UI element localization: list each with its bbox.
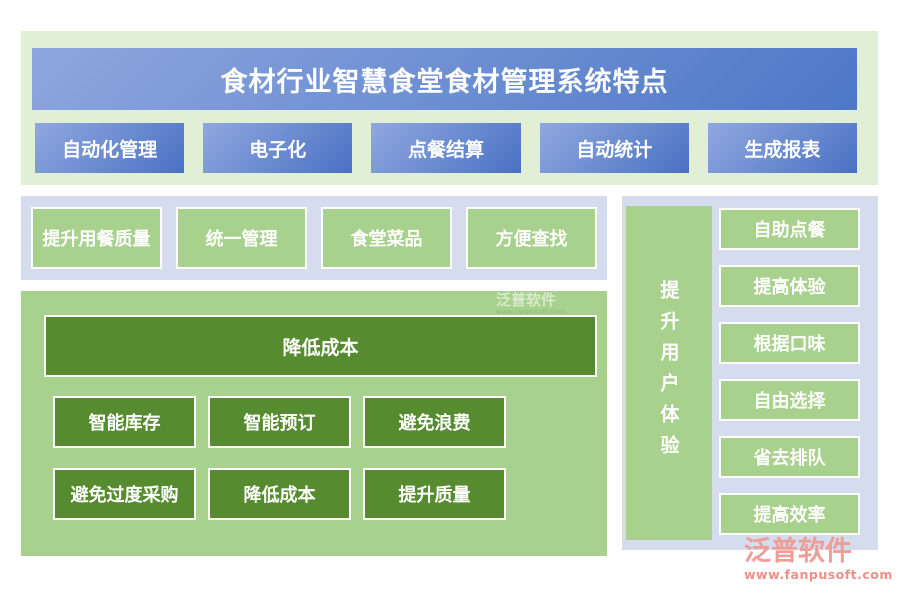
mid-feature-block: 提升用餐质量 bbox=[31, 207, 162, 269]
mid-feature-block: 方便查找 bbox=[466, 207, 597, 269]
cost-item-block: 提升质量 bbox=[363, 468, 506, 520]
experience-item-block: 提高效率 bbox=[719, 493, 860, 535]
experience-item-column: 自助点餐 提高体验 根据口味 自由选择 省去排队 提高效率 bbox=[719, 208, 860, 535]
experience-item-block: 根据口味 bbox=[719, 322, 860, 364]
brand-url: www.fanpusoft.com bbox=[744, 566, 893, 582]
brand-logo: 泛普软件 www.fanpusoft.com bbox=[742, 536, 892, 582]
watermark-brand: 泛普软件 bbox=[495, 291, 556, 309]
cost-item-block: 避免浪费 bbox=[363, 396, 506, 448]
cost-panel-header: 降低成本 bbox=[44, 315, 597, 377]
experience-item-block: 自助点餐 bbox=[719, 208, 860, 250]
brand-name: 泛普软件 bbox=[744, 536, 852, 567]
cost-item-block: 避免过度采购 bbox=[53, 468, 196, 520]
cost-item-block: 降低成本 bbox=[208, 468, 351, 520]
top-feature-block: 生成报表 bbox=[707, 123, 858, 173]
experience-panel: 提升用户体验 自助点餐 提高体验 根据口味 自由选择 省去排队 提高效率 bbox=[622, 196, 878, 550]
top-band: 食材行业智慧食堂食材管理系统特点 自动化管理 电子化 点餐结算 自动统计 生成报… bbox=[21, 31, 878, 185]
top-feature-block: 电子化 bbox=[203, 123, 353, 173]
top-feature-block: 自动统计 bbox=[539, 123, 689, 173]
experience-panel-header: 提升用户体验 bbox=[626, 206, 712, 540]
cost-panel: 泛普软件 www.fanpusoft.com 降低成本 智能库存 智能预订 避免… bbox=[21, 291, 607, 556]
page-title: 食材行业智慧食堂食材管理系统特点 bbox=[32, 48, 857, 110]
mid-feature-band: 提升用餐质量 统一管理 食堂菜品 方便查找 bbox=[21, 196, 607, 280]
top-feature-row: 自动化管理 电子化 点餐结算 自动统计 生成报表 bbox=[35, 123, 858, 173]
experience-item-block: 省去排队 bbox=[719, 436, 860, 478]
cost-item-grid: 智能库存 智能预订 避免浪费 避免过度采购 降低成本 提升质量 bbox=[53, 396, 506, 520]
cost-item-block: 智能库存 bbox=[53, 396, 196, 448]
top-feature-block: 点餐结算 bbox=[371, 123, 521, 173]
experience-item-block: 自由选择 bbox=[719, 379, 860, 421]
top-feature-block: 自动化管理 bbox=[35, 123, 185, 173]
cost-item-block: 智能预订 bbox=[208, 396, 351, 448]
watermark: 泛普软件 www.fanpusoft.com bbox=[492, 291, 565, 316]
experience-header-text: 提升用户体验 bbox=[657, 280, 680, 466]
mid-feature-block: 统一管理 bbox=[176, 207, 307, 269]
watermark-url: www.fanpusoft.com bbox=[495, 307, 565, 316]
mid-feature-block: 食堂菜品 bbox=[321, 207, 452, 269]
experience-item-block: 提高体验 bbox=[719, 265, 860, 307]
